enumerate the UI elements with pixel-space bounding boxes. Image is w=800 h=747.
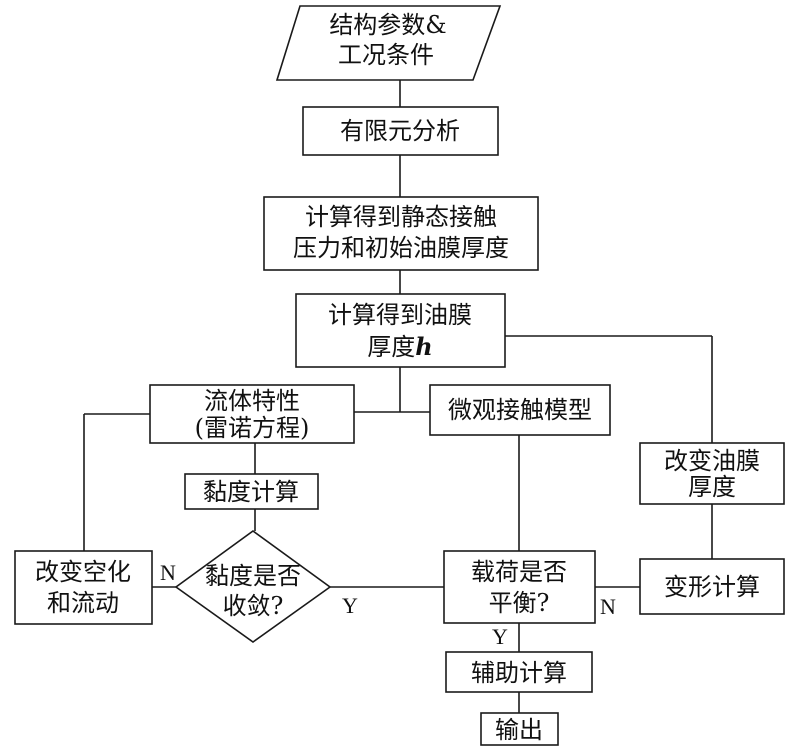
load-balance-line-1: 载荷是否	[471, 558, 567, 586]
change-cavitation-line-2: 和流动	[47, 589, 119, 617]
change-cavitation-node: 改变空化 和流动	[14, 550, 153, 625]
micro-contact-node: 微观接触模型	[429, 384, 611, 436]
connectors	[83, 80, 713, 713]
output-label: 输出	[495, 716, 543, 744]
fea-label: 有限元分析	[340, 117, 460, 145]
fluid-node: 流体特性 (雷诺方程)	[149, 384, 355, 444]
input-line-1: 结构参数&	[329, 11, 446, 39]
change-cavitation-line-1: 改变空化	[35, 558, 131, 586]
output-node: 输出	[480, 712, 559, 746]
input-line-2: 工况条件	[338, 41, 434, 69]
film-thickness-line-1: 计算得到油膜	[328, 301, 472, 329]
deformation-node: 变形计算	[639, 558, 785, 615]
change-film-line-1: 改变油膜	[664, 447, 760, 475]
load-yes-label: Y	[492, 624, 508, 649]
load-no-label: N	[600, 594, 616, 619]
load-balance-line-2: 平衡?	[489, 589, 550, 617]
viscosity-yes-label: Y	[342, 593, 358, 618]
viscosity-converged-line-2: 收敛?	[223, 592, 284, 620]
change-film-node: 改变油膜 厚度	[639, 442, 785, 505]
deformation-label: 变形计算	[664, 573, 760, 601]
static-contact-line-2: 压力和初始油膜厚度	[293, 234, 509, 262]
static-contact-line-1: 计算得到静态接触	[305, 203, 497, 231]
aux-calc-node: 辅助计算	[445, 651, 593, 693]
fea-node: 有限元分析	[302, 106, 499, 156]
micro-contact-label: 微观接触模型	[448, 396, 592, 424]
film-thickness-node: 计算得到油膜 厚度h	[295, 293, 506, 368]
load-balance-node: 载荷是否 平衡?	[443, 550, 596, 624]
viscosity-calc-label: 黏度计算	[203, 478, 299, 506]
aux-calc-label: 辅助计算	[471, 659, 567, 687]
viscosity-no-label: N	[160, 560, 176, 585]
viscosity-converged-decision: 黏度是否 收敛?	[174, 530, 332, 643]
input-node: 结构参数& 工况条件	[275, 5, 502, 81]
viscosity-calc-node: 黏度计算	[184, 473, 319, 510]
change-film-line-2: 厚度	[688, 473, 736, 501]
fluid-line-2: (雷诺方程)	[195, 414, 310, 442]
film-thickness-line-2: 厚度h	[367, 332, 432, 361]
viscosity-converged-line-1: 黏度是否	[205, 562, 301, 590]
fluid-line-1: 流体特性	[204, 387, 300, 415]
static-contact-node: 计算得到静态接触 压力和初始油膜厚度	[263, 196, 539, 271]
